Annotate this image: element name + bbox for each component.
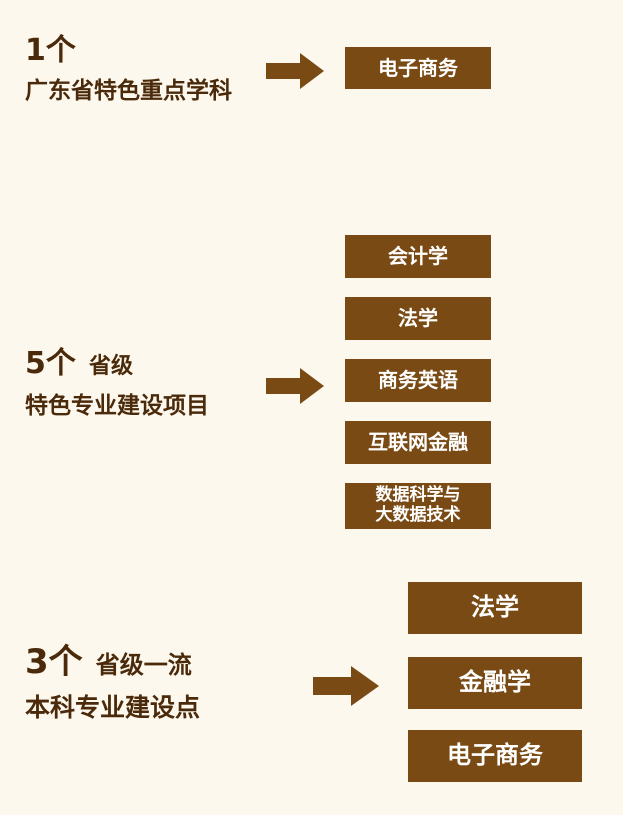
item-box-business-english: 商务英语 <box>345 359 491 402</box>
arrow-right-icon <box>266 53 324 89</box>
section-2-label: 特色专业建设项目 <box>25 393 209 419</box>
section-2: 5个 省级 特色专业建设项目 会计学 法学 商务英语 互联网金融 数据科学与 大… <box>0 225 623 545</box>
section-3-suffix: 省级一流 <box>95 651 192 679</box>
section-3: 3个 省级一流 本科专业建设点 法学 金融学 电子商务 <box>0 575 623 800</box>
arrow-right-icon <box>313 666 379 706</box>
item-box-data-science-line-2: 大数据技术 <box>375 505 461 525</box>
arrow-right-icon <box>266 368 324 404</box>
item-box-ecommerce: 电子商务 <box>345 47 491 89</box>
item-box-ecommerce-first-class: 电子商务 <box>408 730 582 782</box>
section-3-heading: 3个 省级一流 <box>25 645 192 679</box>
item-box-law: 法学 <box>345 297 491 340</box>
section-3-count: 3个 <box>25 642 83 682</box>
section-2-suffix: 省级 <box>88 354 133 379</box>
section-1: 1个 广东省特色重点学科 电子商务 <box>0 0 623 130</box>
section-1-count: 1个 <box>25 33 76 68</box>
item-box-internet-finance: 互联网金融 <box>345 421 491 464</box>
item-box-accounting: 会计学 <box>345 235 491 278</box>
item-box-data-science: 数据科学与 大数据技术 <box>345 483 491 529</box>
item-box-law-first-class: 法学 <box>408 582 582 634</box>
section-2-heading: 5个 省级 <box>25 349 133 379</box>
section-2-count: 5个 <box>25 346 76 381</box>
item-box-finance: 金融学 <box>408 657 582 709</box>
section-1-label: 广东省特色重点学科 <box>25 78 232 104</box>
item-box-data-science-line-1: 数据科学与 <box>375 485 461 506</box>
section-3-label: 本科专业建设点 <box>25 693 201 722</box>
